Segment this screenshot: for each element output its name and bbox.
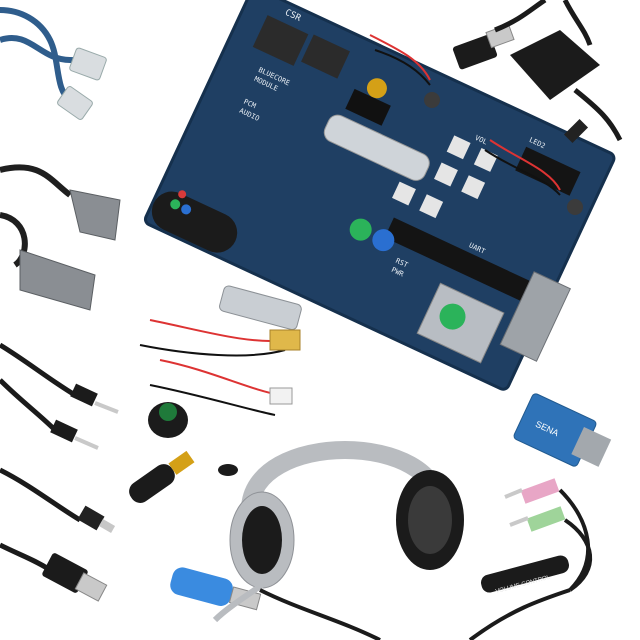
serial-cable-upper bbox=[0, 164, 121, 241]
battery-wires bbox=[139, 319, 301, 416]
usb-a-cable-top bbox=[452, 0, 547, 70]
bluetooth-remote bbox=[151, 190, 238, 253]
db9-port bbox=[499, 271, 571, 362]
development-board: CSR BLUECORE MODULE UART PCM AUDIO LED2 … bbox=[143, 0, 616, 391]
serial-adapter: SENA bbox=[513, 393, 612, 467]
serial-cable-lower bbox=[0, 212, 96, 311]
sensor-box bbox=[510, 0, 623, 144]
headset bbox=[212, 441, 464, 640]
blue-led-cap bbox=[372, 229, 395, 252]
green-led-cap bbox=[349, 218, 372, 241]
li-ion-battery bbox=[219, 285, 302, 331]
usb-a-cable-bottom bbox=[0, 542, 108, 602]
mini-usb-cable bbox=[0, 467, 116, 533]
board-buttons bbox=[392, 135, 498, 219]
audio-splitter-cable: VOLUME CONTROL bbox=[468, 478, 593, 640]
audio-jack-cables bbox=[0, 342, 119, 450]
antenna bbox=[129, 450, 195, 503]
ethernet-cable-top bbox=[0, 7, 107, 120]
mic-capsule-wires bbox=[369, 34, 583, 215]
buzzer bbox=[148, 402, 188, 438]
